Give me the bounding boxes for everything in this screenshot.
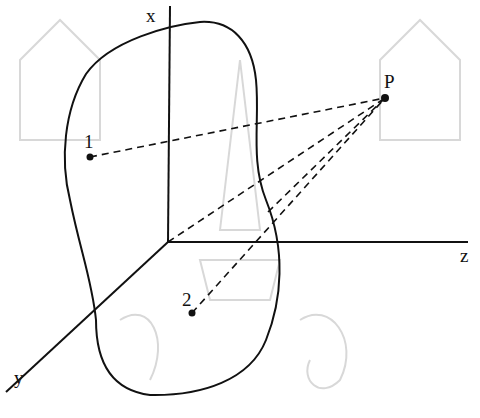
point-label: 1 [84, 132, 94, 151]
axes [6, 6, 468, 392]
point-label: 2 [182, 290, 192, 309]
distribution-outline [65, 22, 280, 395]
axis-label: x [146, 6, 156, 25]
point-label: P [384, 72, 395, 91]
points [87, 94, 390, 317]
distance-lines [90, 98, 385, 313]
axis-label: z [460, 246, 468, 265]
axis-label: y [14, 368, 24, 387]
